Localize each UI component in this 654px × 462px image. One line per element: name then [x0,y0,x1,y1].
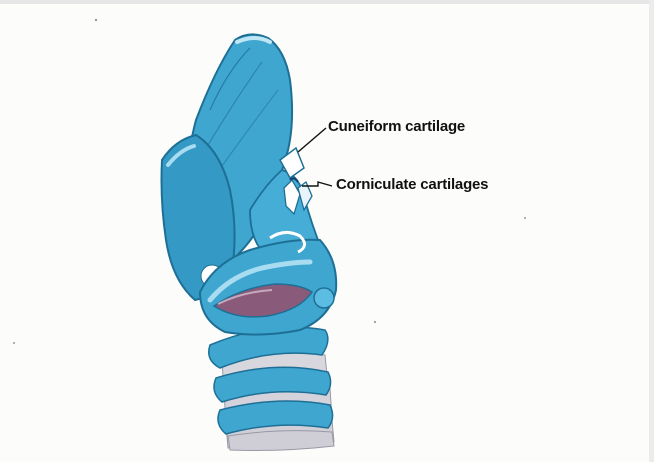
label-cuneiform-cartilage: Cuneiform cartilage [328,118,465,135]
leader-lines [298,128,332,186]
label-corniculate-cartilages: Corniculate cartilages [336,176,488,193]
trachea-base [228,431,334,451]
trachea [209,327,334,450]
leader-line-cuneiform [298,128,326,152]
